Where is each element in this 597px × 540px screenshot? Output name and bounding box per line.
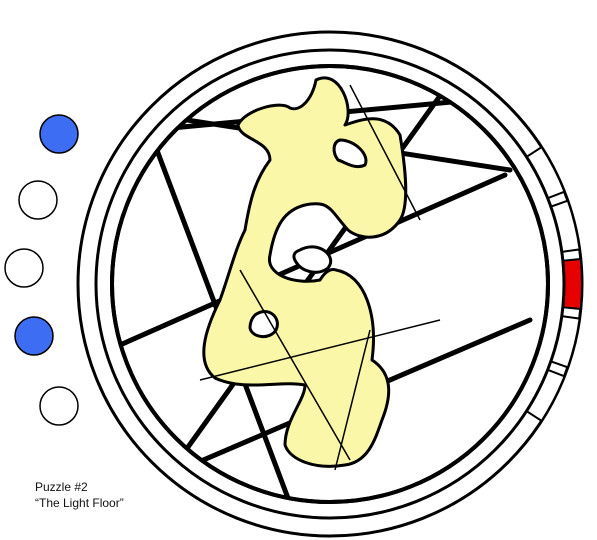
floor-hole-lower <box>250 311 277 336</box>
puzzle-number: Puzzle #2 <box>35 479 124 495</box>
token-5-empty[interactable] <box>40 387 78 425</box>
token-column <box>5 115 78 425</box>
token-3-empty[interactable] <box>5 249 43 287</box>
puzzle-title: “The Light Floor” <box>35 495 124 511</box>
puzzle-caption: Puzzle #2 “The Light Floor” <box>35 479 124 511</box>
track-segment-3-active[interactable] <box>563 259 582 309</box>
token-2-empty[interactable] <box>19 181 57 219</box>
token-1-filled[interactable] <box>40 115 78 153</box>
token-4-filled[interactable] <box>15 317 53 355</box>
